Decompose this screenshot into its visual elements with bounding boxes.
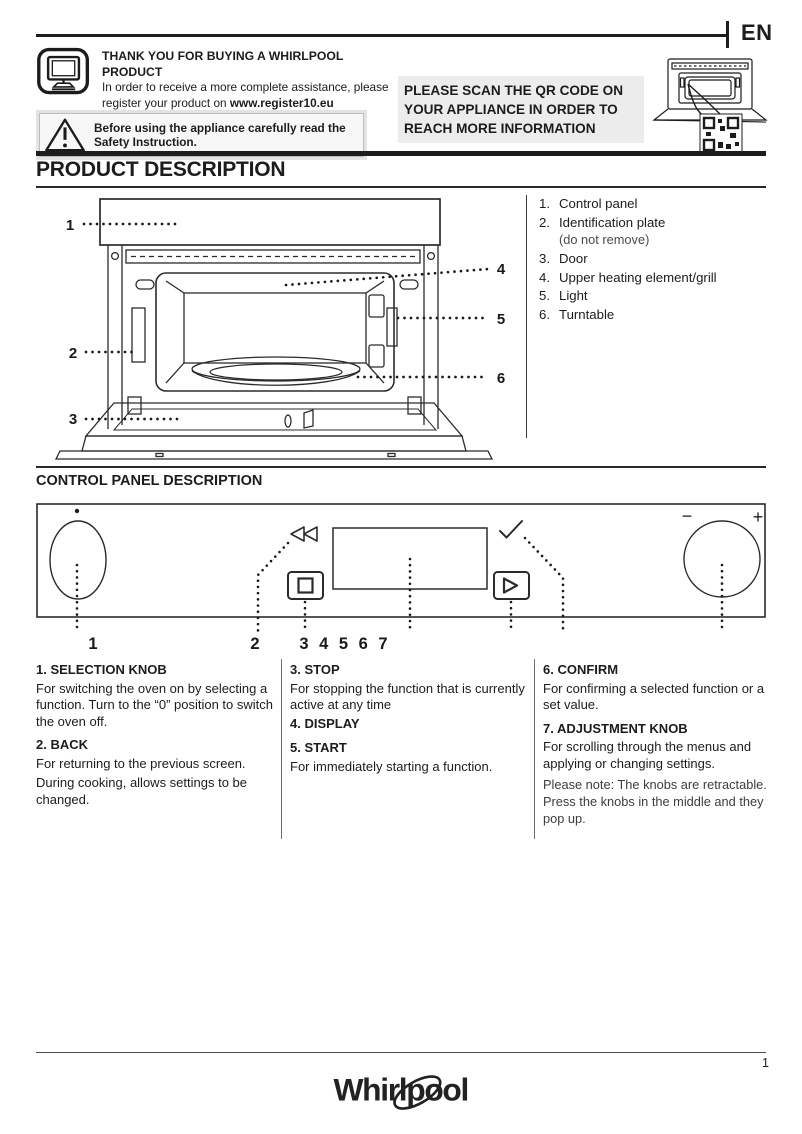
- legend-divider-1: [281, 659, 283, 839]
- panel-callout-1: 1: [88, 635, 97, 653]
- part-item-grill: 4. Upper heating element/grill: [539, 269, 717, 285]
- whirlpool-logo-text: Whirlpool: [334, 1071, 468, 1107]
- thank-you-body: In order to receive a more complete assi…: [102, 80, 389, 110]
- control-panel-diagram: − + 1 2 3 4 5 6 7: [36, 503, 766, 653]
- stop-button: [287, 571, 324, 600]
- control-panel-title: CONTROL PANEL DESCRIPTION: [36, 473, 263, 489]
- stop-icon: [297, 577, 314, 594]
- oven-diagram: 1 2 3 4 5 6: [36, 193, 516, 463]
- section-bar: [36, 151, 766, 156]
- parts-divider: [526, 195, 528, 438]
- language-code: EN: [741, 20, 773, 45]
- part-item-control-panel: 1. Control panel: [539, 196, 638, 211]
- legend-column-2: 3. STOP For stopping the function that i…: [290, 662, 528, 782]
- register-monitor-icon: [36, 47, 92, 111]
- knob-plus-label: +: [753, 507, 764, 527]
- part-item-turntable: 6. Turntable: [539, 306, 615, 322]
- start-icon: [502, 577, 519, 594]
- legend-heading-display: 4. DISPLAY: [290, 715, 360, 731]
- oven-callout-1: 1: [66, 217, 74, 234]
- part-item-identification-plate: 2. Identification plate: [539, 214, 666, 230]
- legend-column-3: 6. CONFIRM For confirming a selected fun…: [543, 662, 767, 827]
- panel-callout-group: 3 4 5 6 7: [299, 635, 390, 653]
- legend-text: During cooking, allows settings to be ch…: [36, 775, 248, 807]
- part-item-note: (do not remove): [559, 232, 650, 247]
- adjustment-knob: [683, 520, 761, 598]
- control-panel-rule: [36, 466, 766, 468]
- start-button: [493, 571, 530, 600]
- thank-you-box: THANK YOU FOR BUYING A WHIRLPOOL PRODUCT…: [36, 47, 392, 111]
- legend-text: For scrolling through the menus and appl…: [543, 739, 752, 771]
- qr-code-icon: [699, 113, 743, 155]
- back-icon: [290, 526, 318, 542]
- oven-callout-5: 5: [497, 311, 505, 328]
- product-description-title: PRODUCT DESCRIPTION: [36, 158, 286, 181]
- whirlpool-logo: Whirlpool: [330, 1060, 480, 1118]
- parts-list: 1. Control panel 2. Identification plate…: [539, 195, 767, 324]
- legend-heading-stop: 3. STOP: [290, 662, 340, 677]
- selection-knob: [49, 520, 107, 600]
- panel-callout-2: 2: [250, 635, 259, 653]
- title-underline: [36, 186, 766, 188]
- legend-heading-back: 2. BACK: [36, 737, 89, 752]
- oven-callout-4: 4: [497, 261, 506, 278]
- qr-notice-box: PLEASE SCAN THE QR CODE ON YOUR APPLIANC…: [398, 76, 644, 143]
- legend-heading-start: 5. START: [290, 740, 347, 755]
- warning-triangle-icon: [44, 117, 86, 153]
- legend-heading-selection-knob: 1. SELECTION KNOB: [36, 662, 167, 677]
- oven-callout-3: 3: [69, 411, 77, 428]
- legend-text: For immediately starting a function.: [290, 758, 493, 774]
- knob-minus-label: −: [682, 506, 693, 526]
- appliance-qr-illustration: [648, 56, 772, 156]
- qr-notice-text: PLEASE SCAN THE QR CODE ON YOUR APPLIANC…: [404, 83, 624, 136]
- legend-heading-confirm: 6. CONFIRM: [543, 662, 619, 677]
- safety-notice-text: Before using the appliance carefully rea…: [94, 120, 346, 150]
- oven-callout-6: 6: [497, 370, 505, 387]
- legend-divider-2: [534, 659, 536, 839]
- legend-heading-adjustment-knob: 7. ADJUSTMENT KNOB: [543, 720, 688, 736]
- page-number: 1: [762, 1056, 769, 1070]
- header-rule-tick: [726, 21, 729, 48]
- header-rule: [36, 34, 726, 37]
- legend-text: For switching the oven on by selecting a…: [36, 680, 274, 729]
- part-item-door: 3. Door: [539, 251, 588, 266]
- legend-text: For stopping the function that is curren…: [290, 680, 525, 713]
- legend-text: For returning to the previous screen.: [36, 755, 246, 771]
- thank-you-title: THANK YOU FOR BUYING A WHIRLPOOL PRODUCT: [102, 49, 344, 79]
- oven-callout-2: 2: [69, 345, 77, 362]
- legend-text: For confirming a selected function or a …: [543, 680, 765, 713]
- footer-rule: [36, 1052, 766, 1054]
- legend-note: Please note: The knobs are retractable. …: [543, 777, 767, 826]
- part-item-light: 5. Light: [539, 288, 588, 303]
- register-url: www.register10.eu: [229, 95, 334, 110]
- confirm-check-icon: [499, 520, 523, 539]
- legend-column-1: 1. SELECTION KNOB For switching the oven…: [36, 662, 279, 815]
